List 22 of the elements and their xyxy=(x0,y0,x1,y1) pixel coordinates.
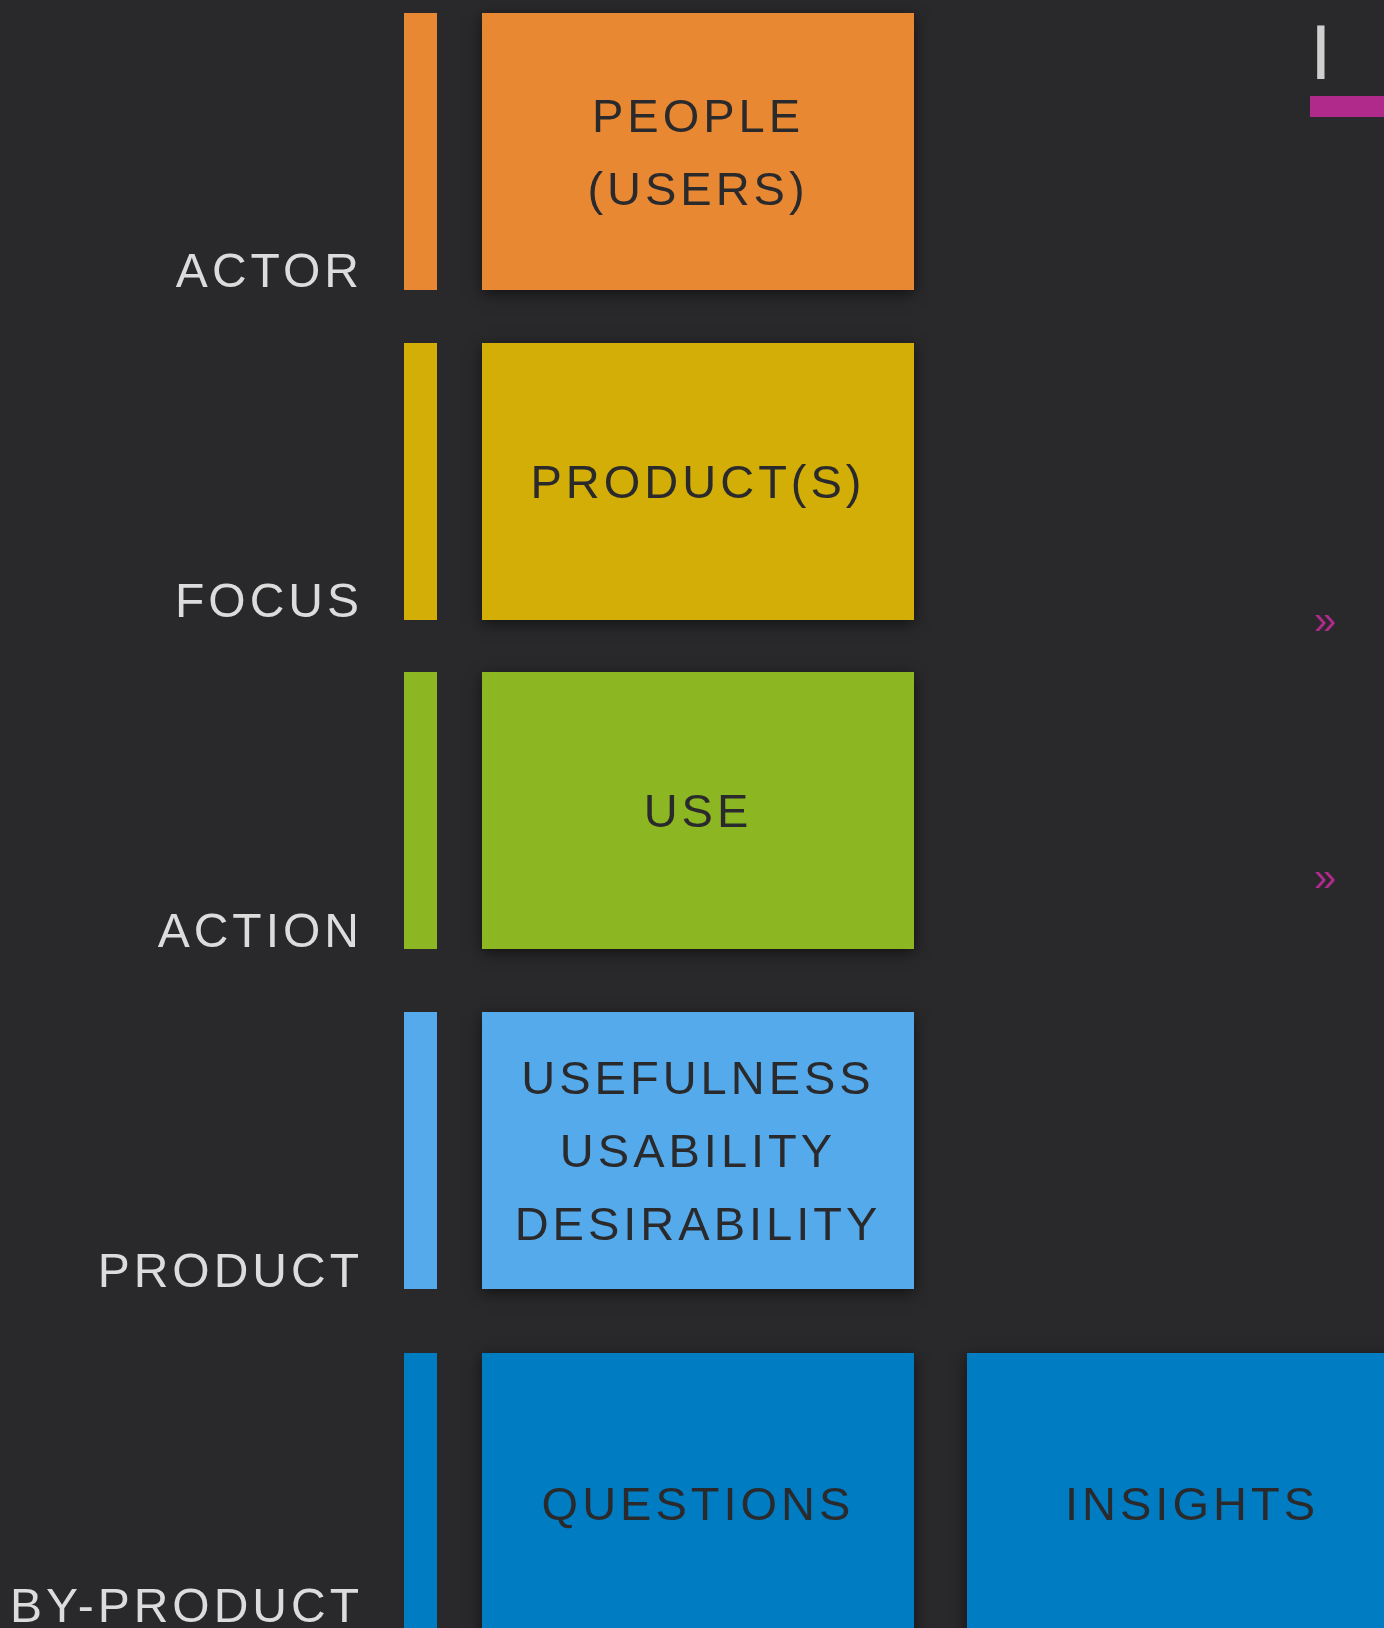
heading: I xyxy=(1310,0,1384,117)
row-label: BY-PRODUCT xyxy=(10,1578,363,1628)
box-text: PRODUCT(S) xyxy=(530,454,866,510)
box-text: USABILITY xyxy=(559,1123,837,1179)
row-label: ACTION xyxy=(157,903,363,958)
category-box xyxy=(967,1353,1384,1628)
box-text: DESIRABILITY xyxy=(514,1196,882,1252)
bullet-mark: » xyxy=(1314,855,1337,900)
bullet-mark: » xyxy=(1314,598,1337,643)
box-text: PEOPLE (USERS) xyxy=(586,87,810,217)
box-text: USEFULNESS xyxy=(521,1050,875,1106)
box-text: INSIGHTS xyxy=(1065,1475,1319,1532)
category-box xyxy=(482,1012,914,1289)
row-label: ACTOR xyxy=(175,243,363,298)
row-label: PRODUCT xyxy=(97,1243,363,1298)
category-box xyxy=(482,13,914,290)
box-text: USE xyxy=(643,783,753,839)
category-box xyxy=(482,343,914,620)
category-box xyxy=(482,672,914,949)
box-text: QUESTIONS xyxy=(541,1475,855,1532)
category-box xyxy=(482,1353,914,1628)
row-label: FOCUS xyxy=(175,573,363,628)
